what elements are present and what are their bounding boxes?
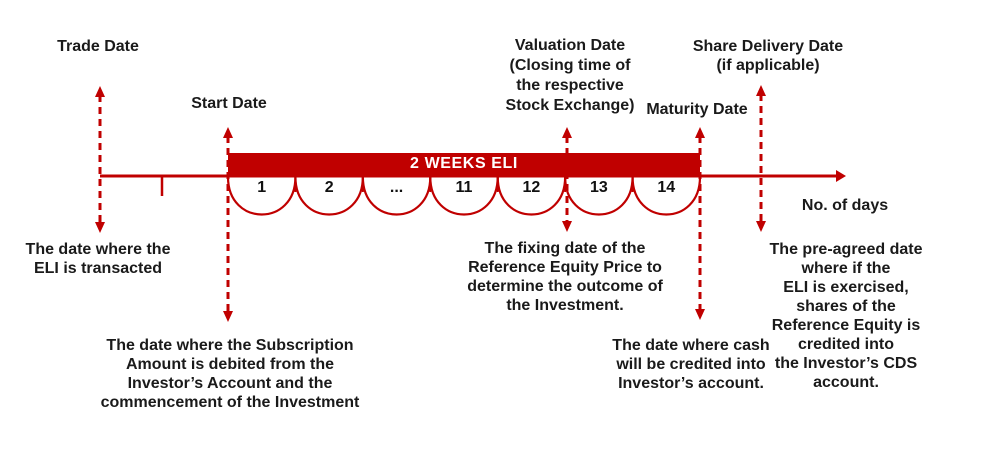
day-arc <box>429 176 499 216</box>
trade-date-note: The date where the ELI is transacted <box>25 241 171 277</box>
day-label: ... <box>389 179 404 196</box>
start-date-label: Start Date <box>191 95 267 112</box>
day-arc <box>226 176 297 216</box>
eli-period-bar-label: 2 WEEKS ELI <box>410 155 518 172</box>
valuation-date-label: Valuation Date (Closing time of the resp… <box>505 37 635 114</box>
day-label: 2 <box>324 179 334 196</box>
day-label: 14 <box>657 179 676 196</box>
maturity-date-label: Maturity Date <box>646 101 748 118</box>
trade-date-dashed-line-up-arrowhead <box>95 86 105 97</box>
day-arc <box>294 176 364 216</box>
start-date-dashed-line-up-arrowhead <box>223 127 233 138</box>
share-delivery-date-label: Share Delivery Date (if applicable) <box>692 38 844 74</box>
day-arc <box>631 176 702 216</box>
axis-label-no-of-days: No. of days <box>801 197 889 214</box>
trade-date-dashed-line-down-arrowhead <box>95 222 105 233</box>
trade-date-label: Trade Date <box>57 38 139 55</box>
maturity-date-dashed-line-down-arrowhead <box>695 309 705 320</box>
day-label: 1 <box>257 179 267 196</box>
start-date-dashed-line-down-arrowhead <box>223 311 233 322</box>
day-label: 13 <box>589 179 608 196</box>
maturity-date-dashed-line-up-arrowhead <box>695 127 705 138</box>
timeline-axis-arrowhead <box>836 170 846 182</box>
valuation-date-dashed-line-down-arrowhead <box>562 221 572 232</box>
start-date-note: The date where the Subscription Amount i… <box>100 337 360 411</box>
valuation-date-note: The fixing date of the Reference Equity … <box>467 240 663 314</box>
share-delivery-dashed-line-down-arrowhead <box>756 221 766 232</box>
day-label: 12 <box>522 179 541 196</box>
share-delivery-dashed-line-up-arrowhead <box>756 85 766 96</box>
eli-period-bar <box>228 153 700 177</box>
day-label: 11 <box>455 179 473 196</box>
day-arc <box>496 176 567 216</box>
day-arc <box>564 176 634 216</box>
maturity-date-note: The date where cash will be credited int… <box>612 337 770 392</box>
day-arc <box>361 176 432 216</box>
valuation-date-dashed-line-up-arrowhead <box>562 127 572 138</box>
share-delivery-note: The pre-agreed date where if the ELI is … <box>769 241 923 391</box>
